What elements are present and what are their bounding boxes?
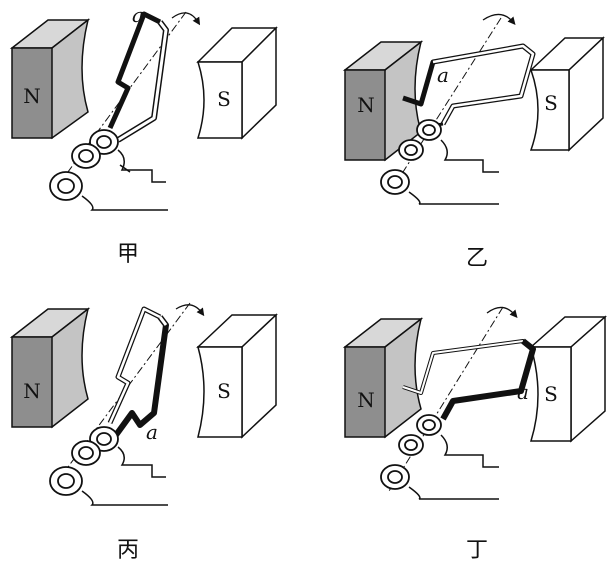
caption-bing: 丙 bbox=[117, 538, 140, 563]
south-label: S bbox=[217, 87, 231, 111]
coil bbox=[402, 43, 536, 128]
south-label: S bbox=[544, 91, 558, 115]
rotation-arrow bbox=[171, 12, 201, 26]
slip-rings bbox=[380, 414, 442, 490]
caption-yi: 乙 bbox=[466, 246, 489, 271]
north-label: N bbox=[23, 84, 41, 108]
south-label: S bbox=[544, 382, 558, 406]
south-magnet: S bbox=[196, 313, 278, 439]
rotation-arrow bbox=[486, 306, 518, 318]
slip-rings bbox=[380, 119, 442, 195]
south-magnet: S bbox=[529, 36, 605, 152]
rotation-arrow bbox=[482, 13, 516, 25]
south-magnet: S bbox=[529, 315, 607, 443]
south-label: S bbox=[217, 379, 231, 403]
south-magnet: S bbox=[196, 26, 278, 140]
coil bbox=[107, 306, 169, 437]
edge-label-a: a bbox=[517, 380, 529, 404]
north-label: N bbox=[357, 93, 375, 117]
rotation-arrow bbox=[175, 304, 205, 317]
rotation-axis bbox=[388, 306, 504, 492]
brushes bbox=[408, 434, 499, 500]
north-label: N bbox=[357, 388, 375, 412]
north-magnet: N bbox=[9, 18, 91, 140]
panel-jia: N S bbox=[9, 3, 278, 211]
edge-label-a: a bbox=[132, 3, 144, 27]
coil bbox=[107, 11, 169, 143]
panel-yi: N S a bbox=[342, 13, 605, 205]
slip-rings bbox=[49, 426, 119, 496]
coil bbox=[402, 338, 536, 421]
slip-rings bbox=[49, 129, 119, 201]
panel-bing: N S a bbox=[9, 302, 278, 506]
edge-label-a: a bbox=[146, 420, 158, 444]
brushes bbox=[81, 446, 168, 506]
edge-label-a: a bbox=[437, 63, 449, 87]
north-label: N bbox=[23, 379, 41, 403]
north-magnet: N bbox=[342, 317, 424, 439]
caption-ding: 丁 bbox=[466, 538, 489, 563]
brushes bbox=[81, 149, 168, 211]
caption-jia: 甲 bbox=[117, 242, 140, 267]
north-magnet: N bbox=[9, 307, 91, 429]
panel-ding: N S a bbox=[342, 306, 607, 500]
rotation-axis bbox=[388, 17, 502, 195]
brushes bbox=[408, 139, 499, 205]
